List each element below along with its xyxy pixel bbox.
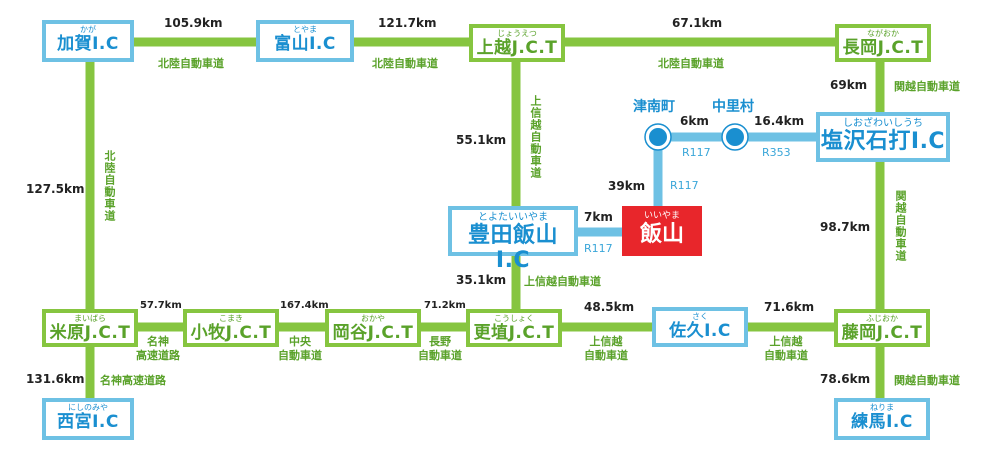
distance-shiozawa-fujioka: 98.7km: [820, 220, 871, 234]
road-joshinetsu-line1: 上信越: [589, 335, 623, 348]
road-kanetsu-vertical: 関越自動車道: [894, 190, 907, 262]
distance-toyota-iiyama: 7km: [584, 210, 613, 224]
node-name: 長岡J.C.T: [842, 38, 924, 58]
road-kanetsu-bottom: 関越自動車道: [894, 374, 960, 387]
road-meishin-vertical: 名神高速道路: [100, 374, 166, 387]
road-hokuriku-1: 北陸自動車道: [158, 57, 224, 70]
distance-komaki-okaya: 167.4km: [280, 300, 329, 311]
road-joshinetsu-stack-2: 上信越 自動車道: [764, 335, 808, 363]
node-saku: さく 佐久I.C: [652, 307, 748, 347]
node-joetsu: じょうえつ 上越J.C.T: [469, 24, 565, 62]
node-ruby: とやま: [293, 25, 317, 34]
route-r353: R353: [762, 146, 791, 159]
road-joshinetsu-line1: 上信越: [769, 335, 803, 348]
road-chuo-line1: 中央: [289, 335, 311, 348]
road-nagano-line2: 自動車道: [418, 349, 462, 362]
node-name: 藤岡J.C.T: [841, 323, 923, 343]
node-nagaoka: ながおか 長岡J.C.T: [835, 24, 931, 62]
node-ruby: こうしょく: [494, 314, 534, 323]
node-name: 更埴J.C.T: [473, 323, 555, 343]
distance-fujioka-nerima: 78.6km: [820, 372, 871, 386]
node-ruby: しおざわいしうち: [843, 118, 923, 129]
node-ruby: こまき: [219, 314, 243, 323]
node-name: 練馬I.C: [851, 412, 913, 432]
node-ruby: ふじおか: [866, 314, 898, 323]
node-name: 米原J.C.T: [49, 323, 131, 343]
distance-okaya-koshoku: 71.2km: [424, 300, 466, 311]
route-r117-vertical: R117: [670, 179, 699, 192]
road-meishin-line1: 名神: [147, 335, 169, 348]
node-name: 塩沢石打I.C: [820, 129, 946, 154]
node-shiozawa: しおざわいしうち 塩沢石打I.C: [816, 112, 950, 162]
distance-maibara-nishinomiya: 131.6km: [26, 372, 85, 386]
town-nakasato: 中里村: [712, 99, 754, 115]
node-nerima: ねりま 練馬I.C: [834, 398, 930, 440]
node-fujioka: ふじおか 藤岡J.C.T: [834, 309, 930, 347]
node-ruby: さく: [692, 312, 708, 321]
node-name: 佐久I.C: [669, 321, 731, 341]
route-r117-top: R117: [682, 146, 711, 159]
node-name: 西宮I.C: [57, 412, 119, 432]
node-name: 加賀I.C: [57, 34, 119, 54]
node-kaga: かが 加賀I.C: [42, 20, 134, 62]
distance-kaga-maibara: 127.5km: [26, 182, 85, 196]
road-hokuriku-3: 北陸自動車道: [658, 57, 724, 70]
tsunan-marker-icon: [645, 124, 671, 150]
distance-nagaoka-shiozawa: 69km: [830, 78, 868, 92]
town-markers: [644, 123, 749, 151]
node-ruby: とよたいいやま: [478, 212, 548, 223]
destination-iiyama: いいやま 飯山: [622, 206, 702, 256]
node-ruby: まいばら: [74, 314, 106, 323]
distance-saku-fujioka: 71.6km: [764, 300, 815, 314]
road-nagano-stack: 長野 自動車道: [418, 335, 462, 363]
distance-nakasato-shiozawa: 16.4km: [754, 114, 805, 128]
road-jouetsu-vertical: 上信越自動車道: [529, 95, 542, 179]
road-chuo-line2: 自動車道: [278, 349, 322, 362]
node-komaki: こまき 小牧J.C.T: [183, 309, 279, 347]
road-joshinetsu-line2: 自動車道: [584, 349, 628, 362]
node-name: 飯山: [639, 222, 684, 247]
node-name: 豊田飯山I.C: [467, 223, 558, 273]
road-joshinetsu-stack-1: 上信越 自動車道: [584, 335, 628, 363]
road-jouetsu-koshoku: 上信越自動車道: [524, 275, 601, 288]
node-ruby: ねりま: [870, 403, 894, 412]
node-ruby: ながおか: [867, 29, 899, 38]
distance-toyota-koshoku: 35.1km: [456, 273, 507, 287]
node-nishinomiya: にしのみや 西宮I.C: [42, 398, 134, 440]
node-ruby: いいやま: [643, 211, 680, 221]
node-name: 上越J.C.T: [476, 38, 558, 58]
road-joshinetsu-line2: 自動車道: [764, 349, 808, 362]
distance-kaga-toyama: 105.9km: [164, 16, 223, 30]
node-maibara: まいばら 米原J.C.T: [42, 309, 138, 347]
road-nagano-line1: 長野: [429, 335, 451, 348]
nakasato-marker-icon: [722, 124, 748, 150]
node-ruby: にしのみや: [68, 403, 108, 412]
node-name: 岡谷J.C.T: [332, 323, 414, 343]
node-okaya: おかや 岡谷J.C.T: [325, 309, 421, 347]
distance-maibara-komaki: 57.7km: [140, 300, 182, 311]
node-toyama: とやま 富山I.C: [256, 20, 354, 62]
town-tsunan: 津南町: [633, 99, 675, 115]
node-name: 小牧J.C.T: [190, 323, 272, 343]
road-meishin-stack: 名神 高速道路: [136, 335, 180, 363]
distance-tsunan-iiyama: 39km: [608, 179, 646, 193]
road-kanetsu-top: 関越自動車道: [894, 80, 960, 93]
distance-joetsu-nagaoka: 67.1km: [672, 16, 723, 30]
road-meishin-line2: 高速道路: [136, 349, 180, 362]
route-r117-bottom: R117: [584, 242, 613, 255]
node-name: 富山I.C: [274, 34, 336, 54]
distance-koshoku-saku: 48.5km: [584, 300, 635, 314]
road-chuo-stack: 中央 自動車道: [278, 335, 322, 363]
distance-toyama-joetsu: 121.7km: [378, 16, 437, 30]
road-hokuriku-vertical: 北陸自動車道: [103, 150, 116, 222]
node-ruby: おかや: [361, 314, 385, 323]
node-ruby: かが: [80, 25, 96, 34]
node-ruby: じょうえつ: [497, 29, 537, 38]
node-toyota-iiyama: とよたいいやま 豊田飯山I.C: [448, 206, 578, 273]
distance-joetsu-toyota: 55.1km: [456, 133, 507, 147]
road-hokuriku-2: 北陸自動車道: [372, 57, 438, 70]
node-koshoku: こうしょく 更埴J.C.T: [466, 309, 562, 347]
distance-tsunan-nakasato: 6km: [680, 114, 709, 128]
